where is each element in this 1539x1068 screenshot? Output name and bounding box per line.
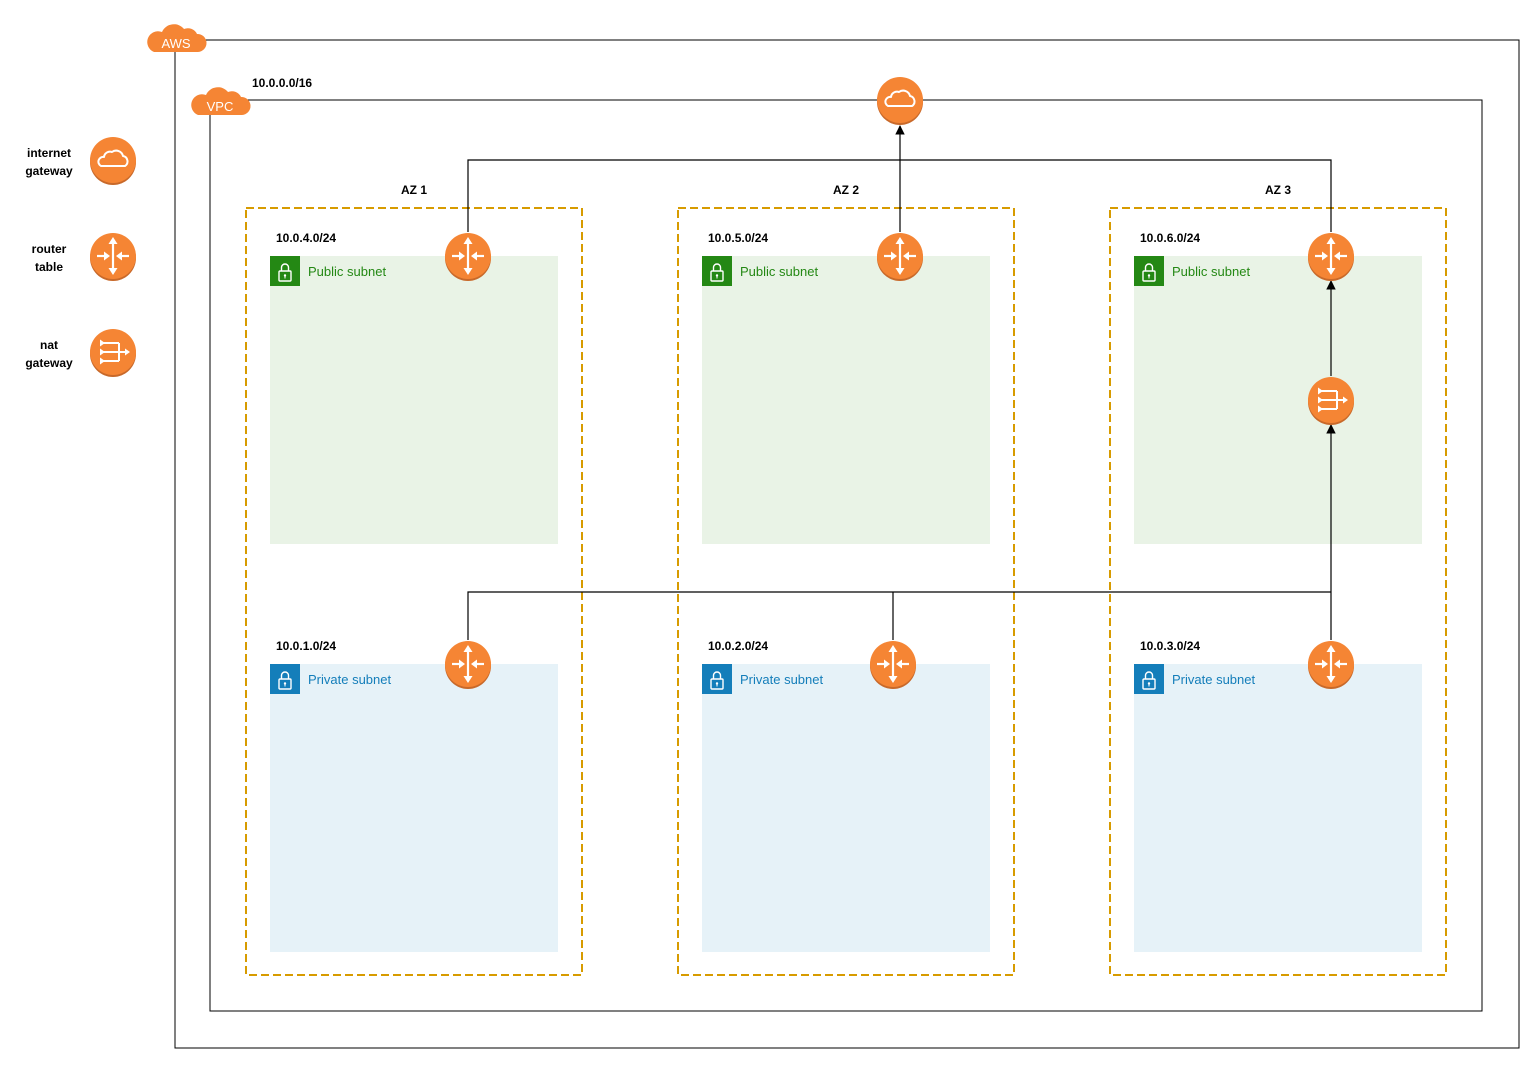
router-icon	[1308, 233, 1354, 281]
private-subnet-az1-area	[270, 664, 558, 952]
public-subnet-cidr: 10.0.4.0/24	[276, 231, 336, 245]
az-2: AZ 2	[677, 183, 1015, 976]
private-subnet-az2-area	[702, 664, 990, 952]
private-subnet-az1: Private subnet 10.0.1.0/24	[270, 639, 558, 952]
router-icon	[1308, 641, 1354, 689]
az-3: AZ 3	[1109, 183, 1447, 976]
legend-router-table: router table	[32, 233, 136, 281]
router-icon	[445, 641, 491, 689]
public-subnet-cidr: 10.0.6.0/24	[1140, 231, 1200, 245]
legend-label-line1: router	[32, 242, 67, 256]
az-1-label: AZ 1	[401, 183, 427, 197]
public-subnet-az3-area	[1134, 256, 1422, 544]
az-3-label: AZ 3	[1265, 183, 1291, 197]
router-icon	[870, 641, 916, 689]
internet-gateway-icon	[877, 77, 923, 125]
public-subnet-az3: Public subnet 10.0.6.0/24	[1134, 231, 1422, 544]
router-icon	[445, 233, 491, 281]
legend-label-line2: gateway	[25, 356, 73, 370]
legend-label-line2: gateway	[25, 164, 73, 178]
vpc-badge-label: VPC	[207, 99, 234, 114]
vpc-badge: VPC	[191, 87, 251, 115]
aws-badge-label: AWS	[161, 36, 190, 51]
vpc-cidr: 10.0.0.0/16	[252, 76, 312, 90]
az-1-boundary	[245, 207, 583, 976]
internet-gateway-icon	[90, 137, 136, 185]
public-subnet-az2: Public subnet 10.0.5.0/24	[702, 231, 990, 544]
private-subnet-cidr: 10.0.2.0/24	[708, 639, 768, 653]
vpc-boundary	[209, 99, 1483, 1012]
public-subnet-label: Public subnet	[740, 264, 818, 279]
aws-badge: AWS	[147, 24, 207, 52]
legend: internet gateway router table nat gatewa…	[25, 137, 136, 377]
private-subnet-az3-area	[1134, 664, 1422, 952]
legend-label-line1: nat	[40, 338, 58, 352]
private-subnet-cidr: 10.0.1.0/24	[276, 639, 336, 653]
public-subnet-label: Public subnet	[308, 264, 386, 279]
az-1: AZ 1	[245, 183, 583, 976]
public-subnet-label: Public subnet	[1172, 264, 1250, 279]
private-subnet-az3: Private subnet 10.0.3.0/24	[1134, 639, 1422, 952]
az-2-boundary	[677, 207, 1015, 976]
az-2-label: AZ 2	[833, 183, 859, 197]
private-subnet-cidr: 10.0.3.0/24	[1140, 639, 1200, 653]
legend-nat-gateway: nat gateway	[25, 329, 136, 377]
az-3-boundary	[1109, 207, 1447, 976]
public-subnet-az1: Public subnet 10.0.4.0/24	[270, 231, 558, 544]
private-routes-connector	[467, 591, 1331, 640]
nat-gateway-icon	[1308, 377, 1354, 425]
private-subnet-label: Private subnet	[740, 672, 823, 687]
router-icon	[90, 233, 136, 281]
public-subnet-cidr: 10.0.5.0/24	[708, 231, 768, 245]
legend-internet-gateway: internet gateway	[25, 137, 136, 185]
private-subnet-label: Private subnet	[1172, 672, 1255, 687]
aws-cloud-boundary	[174, 39, 1520, 1049]
legend-label-line1: internet	[27, 146, 71, 160]
legend-label-line2: table	[35, 260, 63, 274]
private-subnet-label: Private subnet	[308, 672, 391, 687]
nat-gateway-icon	[90, 329, 136, 377]
router-icon	[877, 233, 923, 281]
public-subnet-az2-area	[702, 256, 990, 544]
connectors	[467, 125, 1336, 640]
private-subnet-az2: Private subnet 10.0.2.0/24	[702, 639, 990, 952]
public-subnet-az1-area	[270, 256, 558, 544]
